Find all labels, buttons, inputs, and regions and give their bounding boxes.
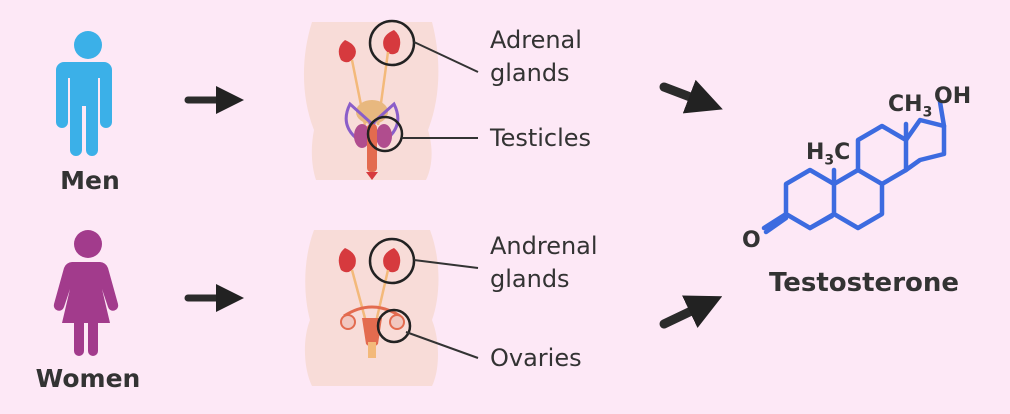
testosterone-structure	[761, 99, 947, 235]
women-caption: Women	[35, 364, 141, 393]
arrow-adrenal-to-testosterone	[659, 79, 723, 114]
female-anatomy-illustration	[304, 230, 439, 386]
oxygen-label: O	[742, 228, 761, 253]
male-anatomy-illustration	[303, 19, 439, 180]
h3c-group-label: H3C	[806, 140, 851, 169]
testosterone-caption: Testosterone	[768, 268, 960, 298]
men-adrenal-label: Adrenal glands	[490, 26, 582, 87]
ch3-group-label: CH3	[888, 92, 933, 121]
pointer-lines	[402, 41, 479, 359]
arrow-ovaries-to-testosterone	[659, 295, 723, 329]
men-testicles-label: Testicles	[490, 124, 592, 152]
men-caption: Men	[60, 166, 120, 195]
woman-icon	[53, 230, 119, 356]
oh-group-label: OH	[934, 84, 972, 109]
man-icon	[56, 31, 112, 156]
women-ovaries-label: Ovaries	[490, 344, 582, 372]
women-adrenal-label: Andrenal glands	[490, 232, 598, 293]
